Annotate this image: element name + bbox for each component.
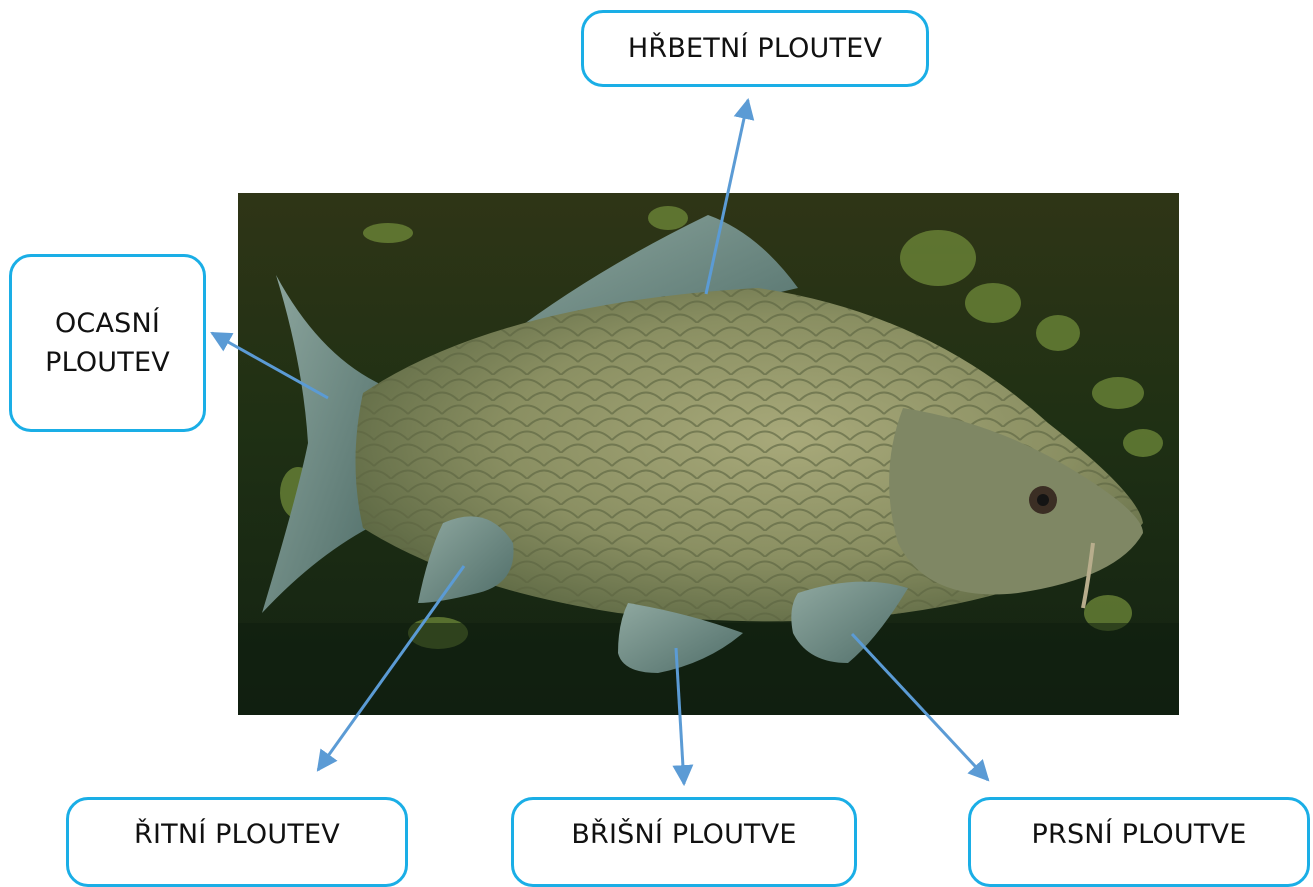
label-caudal-fin: OCASNÍ PLOUTEV	[9, 254, 206, 432]
label-anal-fin: ŘITNÍ PLOUTEV	[66, 797, 408, 887]
label-pectoral-fins-text: PRSNÍ PLOUTVE	[1032, 815, 1247, 854]
label-caudal-fin-text: OCASNÍ PLOUTEV	[22, 304, 193, 382]
label-pectoral-fins: PRSNÍ PLOUTVE	[968, 797, 1310, 887]
label-pelvic-fins: BŘIŠNÍ PLOUTVE	[511, 797, 857, 887]
label-anal-fin-text: ŘITNÍ PLOUTEV	[134, 815, 340, 854]
label-dorsal-fin-text: HŘBETNÍ PLOUTEV	[628, 29, 882, 68]
label-pelvic-fins-text: BŘIŠNÍ PLOUTVE	[571, 815, 796, 854]
carp-photo	[238, 193, 1179, 715]
label-dorsal-fin: HŘBETNÍ PLOUTEV	[581, 10, 929, 87]
